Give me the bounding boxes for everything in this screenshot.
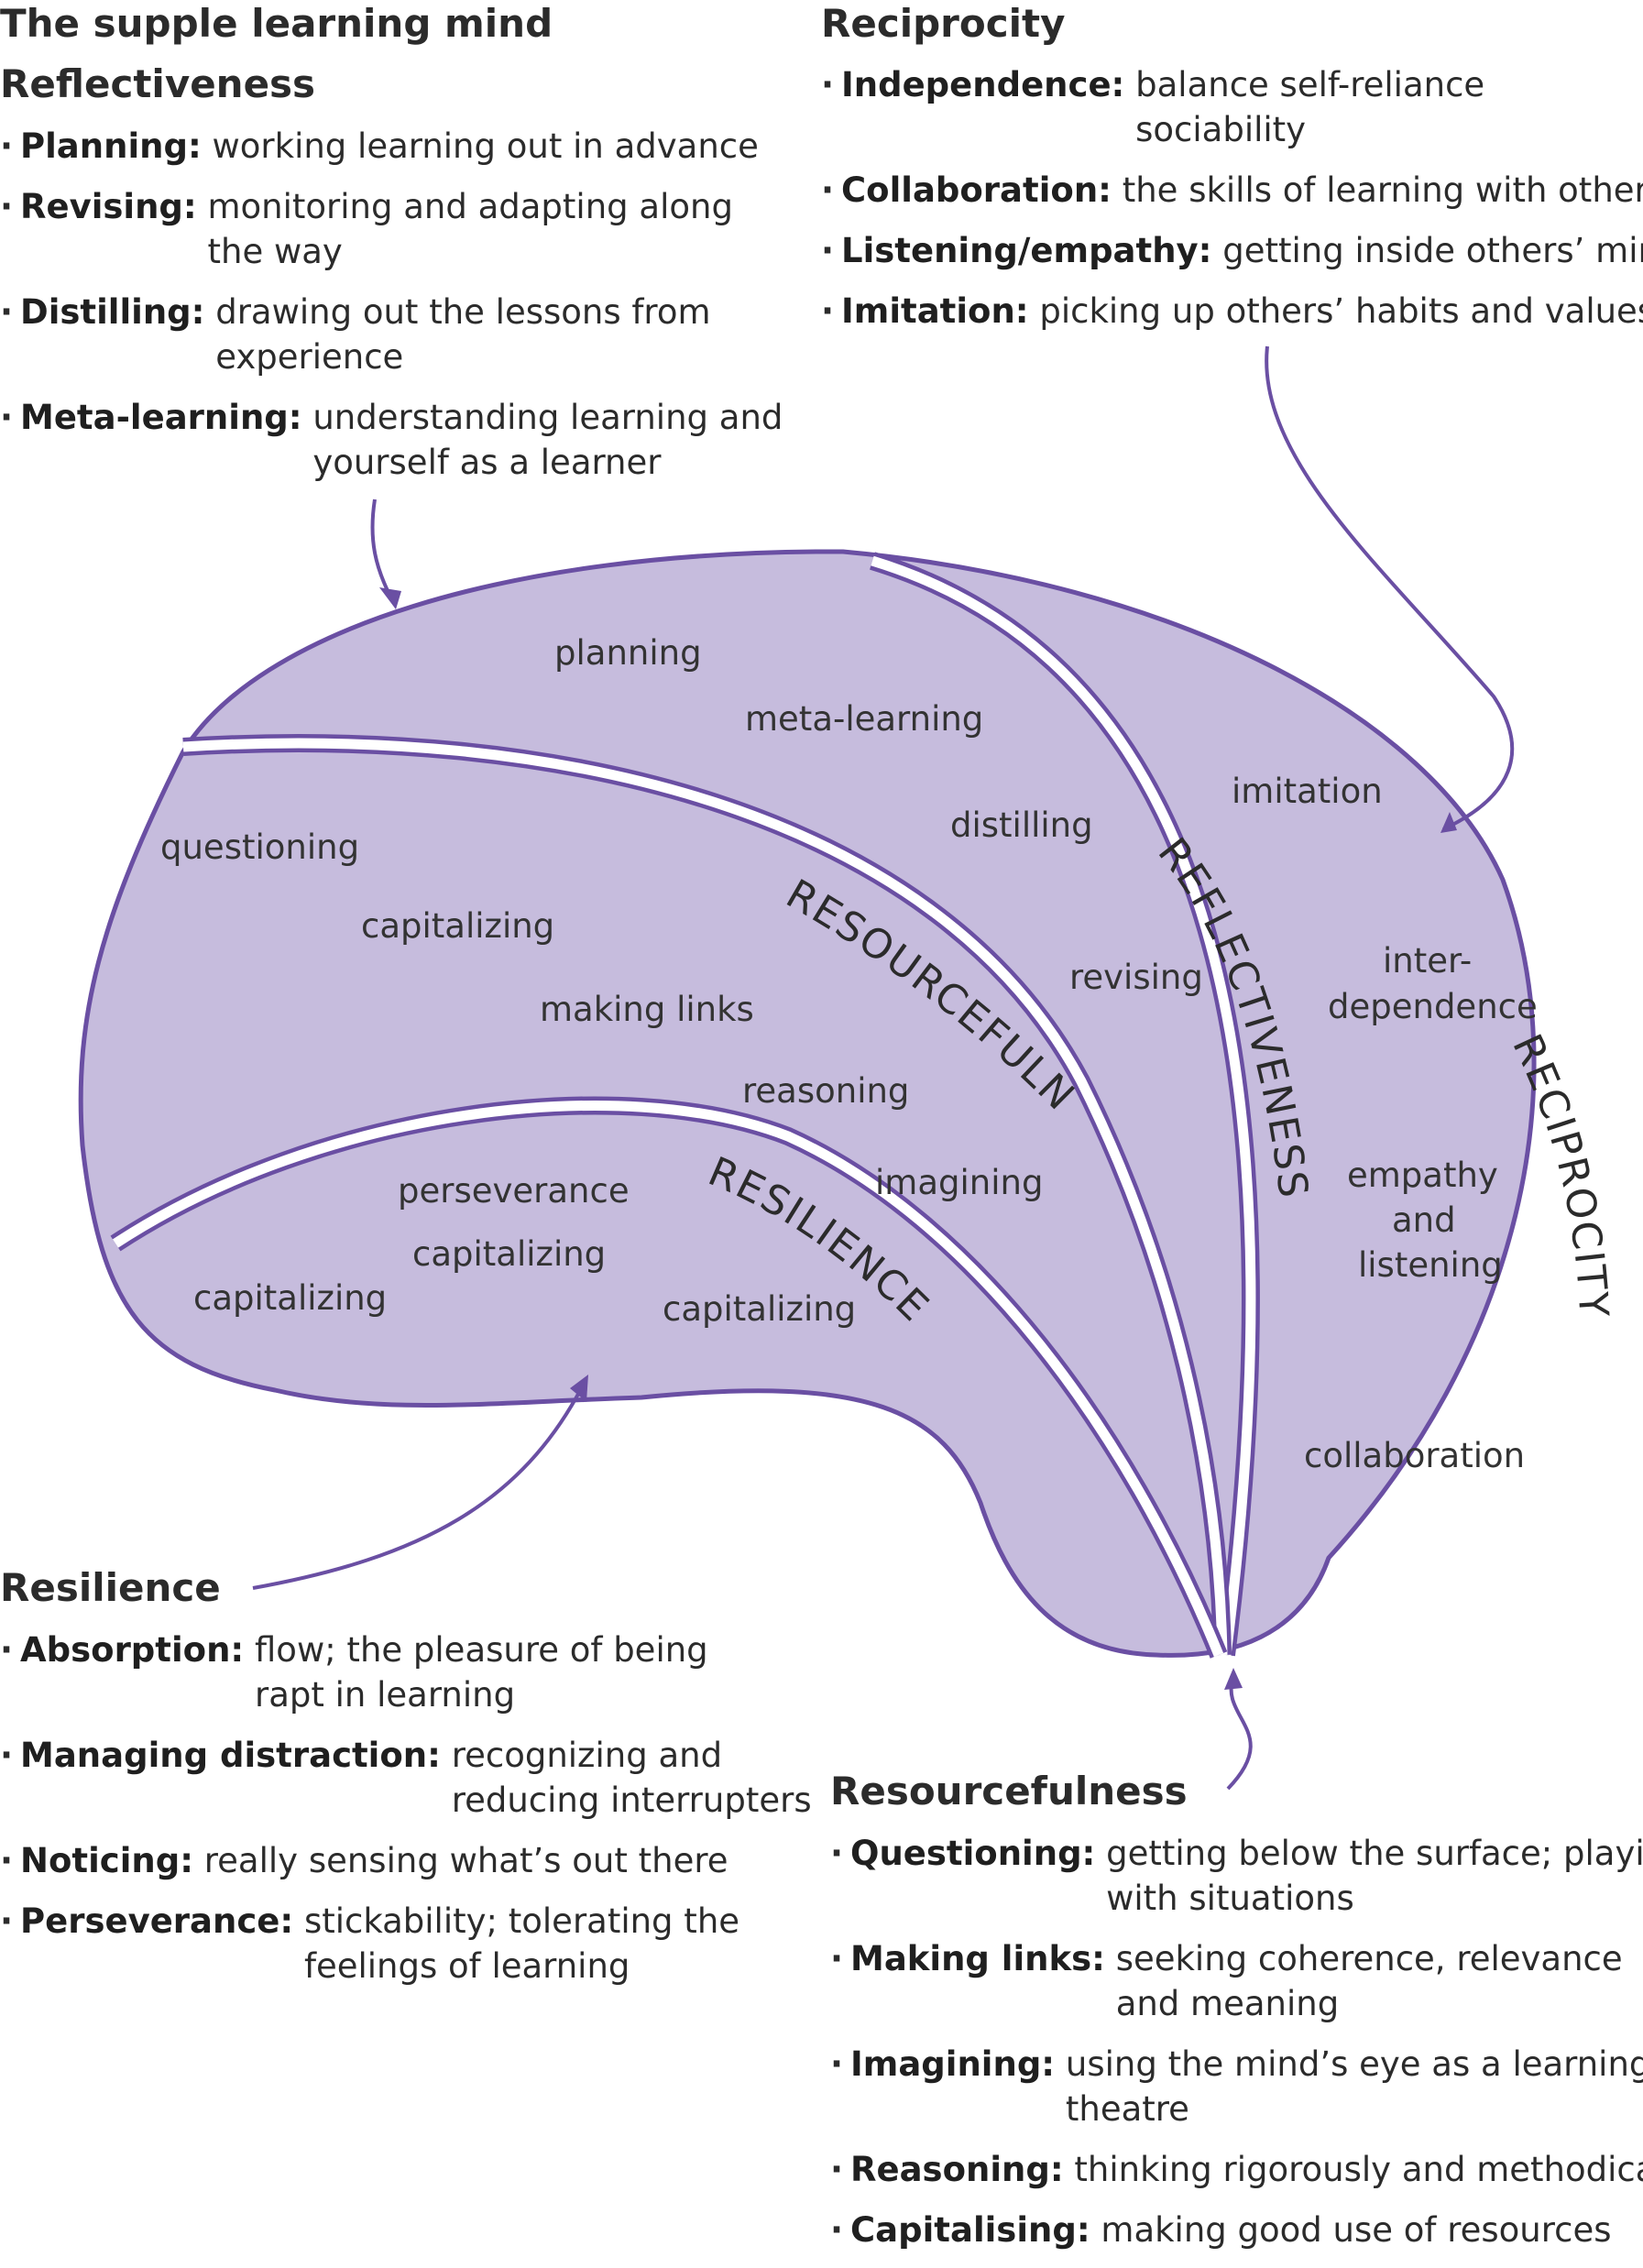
arrow-resourcefulness	[1226, 1676, 1253, 1791]
term: Independence:	[841, 65, 1125, 104]
term: Making links:	[850, 1939, 1105, 1978]
resilience-list: Absorption: flow; the pleasure of being …	[0, 1627, 812, 2004]
term: Noticing:	[20, 1841, 193, 1880]
list-item: Independence: balance self-reliance soci…	[821, 62, 1643, 152]
term: Imitation:	[841, 291, 1029, 331]
definition: getting inside others’ minds	[1222, 231, 1643, 270]
label-questioning: questioning	[160, 827, 359, 867]
resilience-heading: Resilience	[0, 1565, 221, 1610]
label-planning: planning	[554, 633, 702, 673]
term: Questioning:	[850, 1834, 1096, 1873]
list-item: Listening/empathy: getting inside others…	[821, 228, 1643, 273]
list-item: Distilling: drawing out the lessons from…	[0, 290, 783, 379]
label-reasoning: reasoning	[742, 1071, 909, 1111]
arrows	[252, 345, 1515, 1791]
label-making-links: making links	[540, 990, 754, 1029]
label-dependence: dependence	[1328, 987, 1538, 1026]
reflectiveness-list: Planning: working learning out in advanc…	[0, 124, 783, 500]
label-imitation: imitation	[1232, 772, 1383, 811]
label-revising: revising	[1069, 958, 1203, 997]
list-item: Imagining: using the mind’s eye as a lea…	[830, 2042, 1643, 2131]
definition: making good use of resources	[1101, 2210, 1612, 2250]
list-item: Reasoning: thinking rigorously and metho…	[830, 2147, 1643, 2192]
band-separators	[110, 552, 1260, 1659]
label-perseverance: perseverance	[398, 1171, 630, 1211]
list-item: Revising: monitoring and adapting along …	[0, 184, 783, 274]
label-imagining: imagining	[875, 1163, 1043, 1202]
arrow-reciprocity	[1265, 345, 1515, 831]
label-capitalizing-3: capitalizing	[193, 1278, 387, 1318]
label-empathy: empathy	[1347, 1156, 1498, 1195]
arrowheads	[379, 587, 1457, 1690]
label-capitalizing-2: capitalizing	[412, 1234, 606, 1274]
list-item: Making links: seeking coherence, relevan…	[830, 1936, 1643, 2026]
arrow-resilience	[252, 1383, 586, 1590]
list-item: Noticing: really sensing what’s out ther…	[0, 1838, 812, 1883]
label-meta-learning: meta-learning	[745, 699, 983, 739]
definition: using the mind’s eye as a learning theat…	[1065, 2044, 1643, 2129]
term: Capitalising:	[850, 2210, 1090, 2250]
label-collaboration: collaboration	[1304, 1436, 1525, 1475]
label-capitalizing-1: capitalizing	[361, 906, 554, 946]
definition: thinking rigorously and methodically	[1074, 2150, 1643, 2189]
list-item: Planning: working learning out in advanc…	[0, 124, 783, 169]
list-item: Perseverance: stickability; tolerating t…	[0, 1899, 812, 1989]
term: Planning:	[20, 126, 202, 166]
term: Collaboration:	[841, 170, 1112, 210]
list-item: Meta-learning: understanding learning an…	[0, 395, 783, 485]
definition: balance self-reliance sociability	[1135, 65, 1485, 149]
resourcefulness-list: Questioning: getting below the surface; …	[830, 1831, 1643, 2268]
label-capitalizing-4: capitalizing	[663, 1289, 856, 1329]
reflectiveness-heading: Reflectiveness	[0, 61, 316, 106]
term: Listening/empathy:	[841, 231, 1212, 270]
definition: recognizing and reducing interrupters	[451, 1736, 812, 1820]
definition: really sensing what’s out there	[203, 1841, 728, 1880]
term: Reasoning:	[850, 2150, 1064, 2189]
label-inter: inter-	[1383, 941, 1472, 981]
term: Perseverance:	[20, 1901, 294, 1941]
definition: seeking coherence, relevance and meaning	[1115, 1939, 1623, 2023]
definition: monitoring and adapting along the way	[207, 187, 733, 271]
list-item: Absorption: flow; the pleasure of being …	[0, 1627, 812, 1717]
definition: the skills of learning with others	[1122, 170, 1643, 210]
definition: flow; the pleasure of being rapt in lear…	[255, 1630, 708, 1715]
definition: getting below the surface; playing with …	[1106, 1834, 1643, 1918]
term: Meta-learning:	[20, 398, 302, 437]
list-item: Capitalising: making good use of resourc…	[830, 2208, 1643, 2252]
label-and: and	[1392, 1200, 1456, 1240]
term: Imagining:	[850, 2044, 1056, 2084]
definition: working learning out in advance	[212, 126, 759, 166]
definition: understanding learning and yourself as a…	[312, 398, 783, 482]
list-item: Questioning: getting below the surface; …	[830, 1831, 1643, 1921]
label-distilling: distilling	[950, 805, 1093, 845]
term: Distilling:	[20, 292, 205, 332]
label-listening: listening	[1358, 1245, 1503, 1285]
reciprocity-list: Independence: balance self-reliance soci…	[821, 62, 1643, 349]
arrow-reflectiveness	[370, 499, 394, 601]
resourcefulness-heading: Resourcefulness	[830, 1769, 1188, 1813]
definition: stickability; tolerating the feelings of…	[303, 1901, 740, 1986]
list-item: Collaboration: the skills of learning wi…	[821, 168, 1643, 213]
list-item: Imitation: picking up others’ habits and…	[821, 289, 1643, 334]
definition: drawing out the lessons from experience	[215, 292, 711, 377]
term: Managing distraction:	[20, 1736, 441, 1775]
main-title: The supple learning mind	[0, 1, 553, 46]
term: Absorption:	[20, 1630, 245, 1670]
definition: picking up others’ habits and values	[1039, 291, 1643, 331]
term: Revising:	[20, 187, 197, 226]
reciprocity-heading: Reciprocity	[821, 1, 1066, 46]
list-item: Managing distraction: recognizing and re…	[0, 1733, 812, 1823]
